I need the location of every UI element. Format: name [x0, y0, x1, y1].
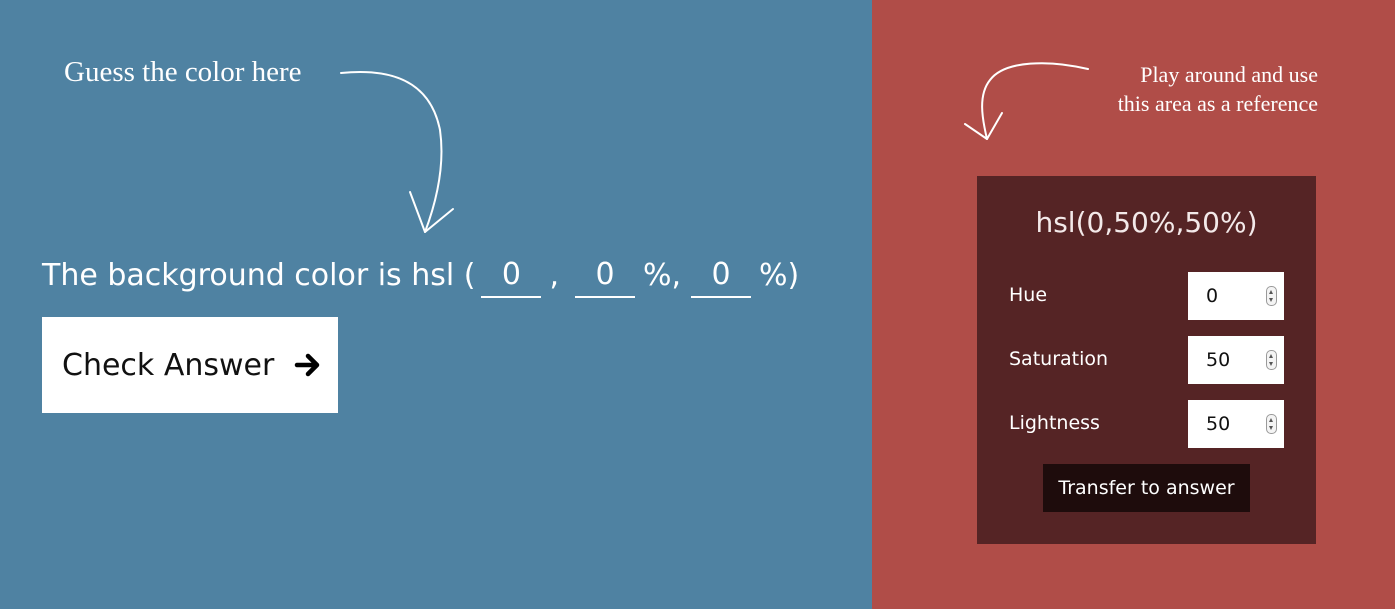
saturation-row: Saturation — [1009, 336, 1284, 384]
prompt-suffix: %) — [759, 258, 800, 293]
hue-input[interactable] — [1188, 272, 1262, 320]
reference-annotation-line1: Play around and use — [1140, 62, 1318, 87]
saturation-stepper — [1188, 336, 1284, 384]
lightness-spin-icon[interactable] — [1266, 414, 1277, 434]
separator-percent: %, — [642, 258, 682, 293]
hue-answer-input[interactable] — [481, 252, 542, 298]
hue-spin-icon[interactable] — [1266, 286, 1277, 306]
answer-prompt: The background color is hsl ( , %, %) — [42, 252, 799, 300]
lightness-stepper — [1188, 400, 1284, 448]
hue-label: Hue — [1009, 284, 1048, 306]
check-answer-button[interactable]: Check Answer — [42, 317, 338, 413]
guess-area — [0, 0, 872, 609]
lightness-answer-input[interactable] — [691, 252, 752, 298]
saturation-spin-icon[interactable] — [1266, 350, 1277, 370]
arrow-right-icon — [295, 353, 320, 377]
saturation-input[interactable] — [1188, 336, 1262, 384]
check-answer-label: Check Answer — [62, 347, 275, 383]
guess-annotation: Guess the color here — [64, 56, 302, 88]
saturation-label: Saturation — [1009, 348, 1109, 370]
separator-comma: , — [549, 258, 559, 293]
reference-annotation-line2: this area as a reference — [1117, 91, 1318, 116]
hue-row: Hue — [1009, 272, 1284, 320]
hue-stepper — [1188, 272, 1284, 320]
lightness-label: Lightness — [1009, 412, 1100, 434]
lightness-input[interactable] — [1188, 400, 1262, 448]
saturation-answer-input[interactable] — [574, 252, 635, 298]
lightness-row: Lightness — [1009, 400, 1284, 448]
reference-panel: hsl(0,50%,50%) Hue Saturation Lightness … — [977, 176, 1316, 544]
reference-annotation: Play around and use this area as a refer… — [1040, 60, 1318, 118]
prompt-prefix: The background color is hsl ( — [42, 258, 476, 293]
reference-color-title: hsl(0,50%,50%) — [1035, 206, 1258, 239]
transfer-to-answer-button[interactable]: Transfer to answer — [1043, 464, 1250, 512]
